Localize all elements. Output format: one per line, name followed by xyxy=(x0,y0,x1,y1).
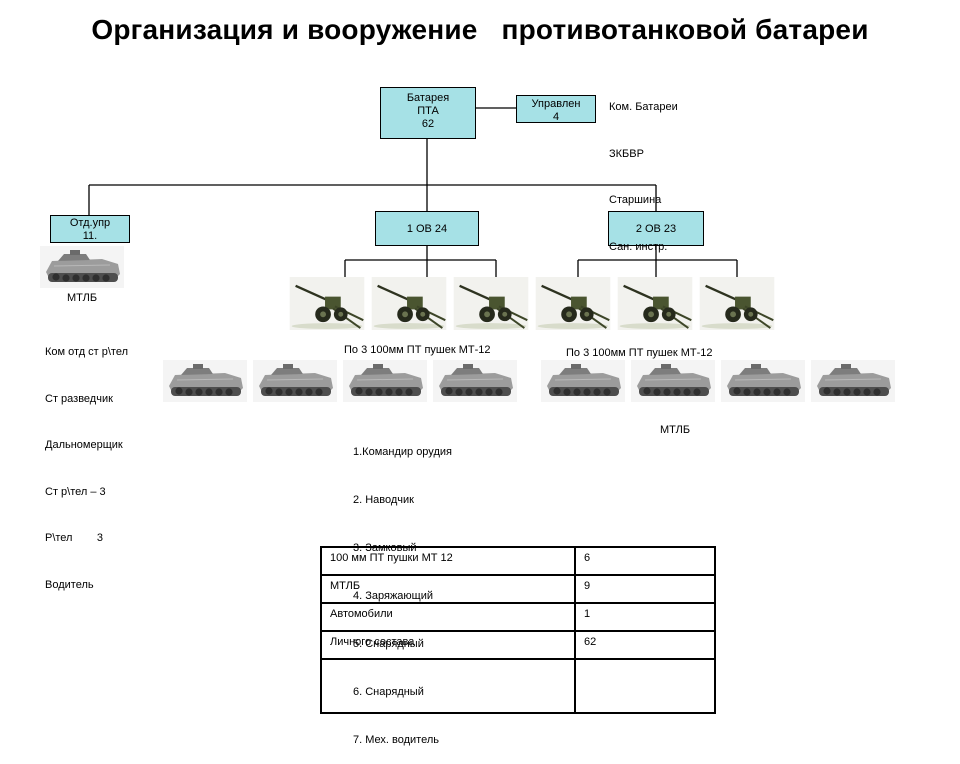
gun-icon xyxy=(698,277,776,330)
mtlb-label-left: МТЛБ xyxy=(67,292,98,304)
control-staff-list: Ком. Батареи ЗКБВР Старшина Сан. инстр. xyxy=(609,69,678,271)
crew-item: 2. Наводчик xyxy=(353,494,414,506)
control-staff-item: Ком. Батареи xyxy=(609,101,678,113)
table-cell-value: 9 xyxy=(574,574,716,604)
det-box-line2: 11. xyxy=(82,230,98,242)
table-cell-item: 100 мм ПТ пушки МТ 12 xyxy=(320,546,576,576)
gun-icon xyxy=(452,277,530,330)
table-cell-value xyxy=(574,658,716,714)
mtlb-label-right: МТЛБ xyxy=(660,424,691,436)
control-staff-item: Сан. инстр. xyxy=(609,240,668,253)
table-cell-value: 1 xyxy=(574,602,716,632)
control-staff-item: ЗКБВР xyxy=(609,147,644,160)
det-staff-item: Р\тел 3 xyxy=(45,532,104,544)
table-cell-item: Автомобили xyxy=(320,602,576,632)
table-cell-value: 62 xyxy=(574,630,716,660)
det-staff-item: Ст разведчик xyxy=(45,392,113,405)
gun-icon xyxy=(616,277,694,330)
gun-icon xyxy=(288,277,366,330)
crew-item: 7. Мех. водитель xyxy=(353,734,439,746)
mtlb-vehicle-icon xyxy=(253,360,337,402)
det-staff-item: Ст р\тел – 3 xyxy=(45,485,106,498)
det-staff-item: Ком отд ст р\тел xyxy=(45,346,129,358)
table-row: Личного состава 62 xyxy=(320,630,716,660)
det-box-line1: Отд.упр xyxy=(69,217,111,229)
det-box: Отд.упр 11. xyxy=(50,215,130,243)
battery-box-line2: ПТА xyxy=(417,105,439,117)
ov2-box: 2 ОВ 23 xyxy=(608,211,704,246)
mtlb-vehicle-icon xyxy=(40,246,124,288)
battery-box-line1: Батарея xyxy=(406,92,450,104)
battery-box-line3: 62 xyxy=(421,118,435,130)
mtlb-vehicle-icon xyxy=(811,360,895,402)
mtlb-vehicle-icon xyxy=(541,360,625,402)
table-row xyxy=(320,658,716,714)
control-box-line1: Управлен xyxy=(531,98,581,110)
summary-table: 100 мм ПТ пушки МТ 12 6 МТЛБ 9 Автомобил… xyxy=(320,546,716,714)
gun-icon xyxy=(534,277,612,330)
det-staff-item: Водитель xyxy=(45,578,94,591)
control-staff-item: Старшина xyxy=(609,194,662,206)
det-staff-list: Ком отд ст р\тел Ст разведчик Дальномерщ… xyxy=(45,314,128,609)
guns-label-2: По 3 100мм ПТ пушек МТ-12 xyxy=(566,347,713,359)
table-row: Автомобили 1 xyxy=(320,602,716,632)
gun-icon xyxy=(370,277,448,330)
ov1-box-label: 1 ОВ 24 xyxy=(406,223,448,235)
det-staff-item: Дальномерщик xyxy=(45,439,123,451)
control-box: Управлен 4 xyxy=(516,95,596,123)
table-cell-item xyxy=(320,658,576,714)
mtlb-vehicle-icon xyxy=(433,360,517,402)
table-cell-value: 6 xyxy=(574,546,716,576)
ov1-box: 1 ОВ 24 xyxy=(375,211,479,246)
org-chart-connectors xyxy=(88,107,738,278)
page-title: Организация и вооружение противотанковой… xyxy=(91,14,869,45)
table-row: МТЛБ 9 xyxy=(320,574,716,604)
control-box-line2: 4 xyxy=(552,111,560,123)
mtlb-vehicle-icon xyxy=(631,360,715,402)
battery-box: Батарея ПТА 62 xyxy=(380,87,476,139)
ov2-box-label: 2 ОВ 23 xyxy=(635,223,677,235)
table-row: 100 мм ПТ пушки МТ 12 6 xyxy=(320,546,716,576)
mtlb-vehicle-icon xyxy=(721,360,805,402)
mtlb-vehicle-icon xyxy=(343,360,427,402)
mtlb-vehicle-icon xyxy=(163,360,247,402)
guns-label-1: По 3 100мм ПТ пушек МТ-12 xyxy=(344,344,491,356)
table-cell-item: Личного состава xyxy=(320,630,576,660)
table-cell-item: МТЛБ xyxy=(320,574,576,604)
crew-item: 1.Командир орудия xyxy=(353,446,452,458)
